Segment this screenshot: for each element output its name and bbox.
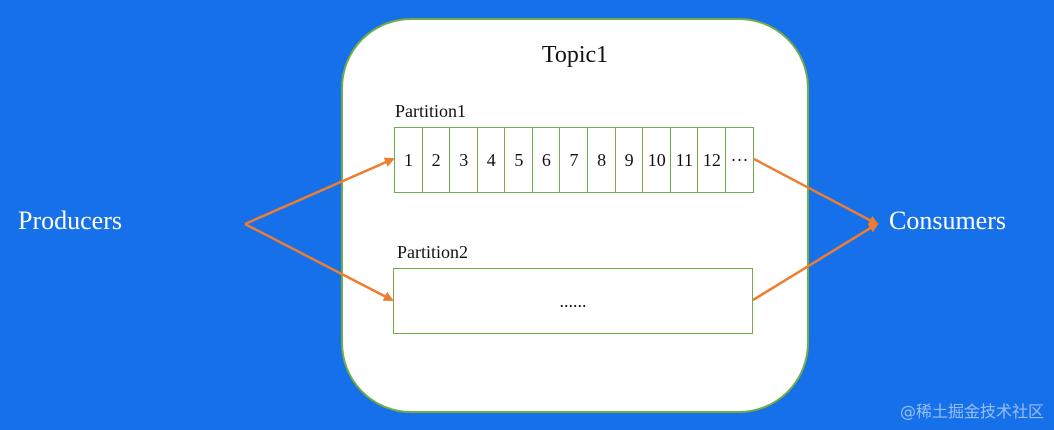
arrow-partition1-to-consumers xyxy=(753,157,879,226)
partition2-content: ...... xyxy=(559,290,587,311)
partition1-cell: 7 xyxy=(559,127,589,193)
partition1-cell: 10 xyxy=(642,127,672,193)
topic-title: Topic1 xyxy=(541,42,609,68)
partition1-label: Partition1 xyxy=(395,101,466,121)
arrow-producers-to-partition1 xyxy=(244,157,395,226)
partition1-cell: 6 xyxy=(531,127,561,193)
partition2-label: Partition2 xyxy=(397,242,468,262)
partition1-cell: 9 xyxy=(614,127,644,193)
partition2-box: ...... xyxy=(393,268,753,334)
topic-container xyxy=(341,18,809,413)
partition1-cell: 12 xyxy=(697,127,727,193)
partition1-cell: 2 xyxy=(421,127,451,193)
partition1-cell: 5 xyxy=(504,127,534,193)
arrow-producers-to-partition2 xyxy=(244,222,394,302)
consumers-label: Consumers xyxy=(889,206,1006,235)
producers-label: Producers xyxy=(18,206,122,235)
arrow-partition2-to-consumers xyxy=(752,222,879,302)
partition1-cell: 4 xyxy=(476,127,506,193)
watermark: @稀土掘金技术社区 xyxy=(899,402,1044,421)
